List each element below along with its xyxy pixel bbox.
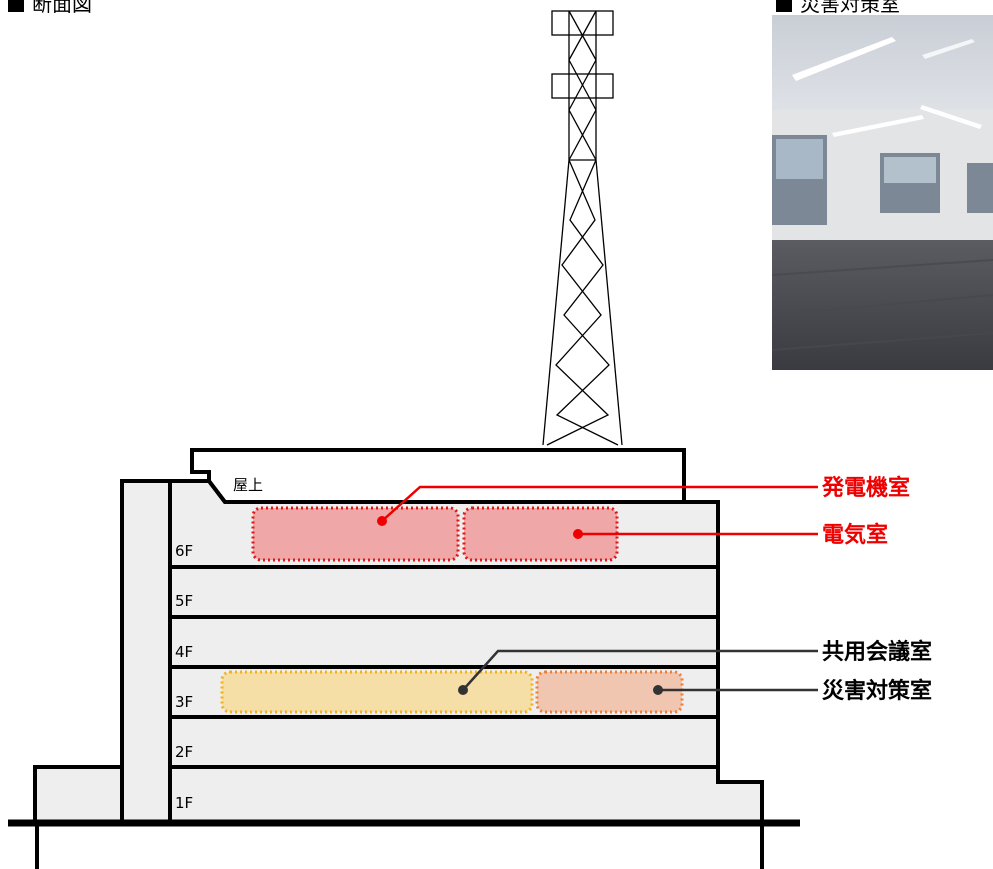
antenna-tower-icon <box>542 10 623 446</box>
ground-line <box>8 819 800 869</box>
callout-shared-meeting-room: 共用会議室 <box>822 639 932 665</box>
generator-room-area <box>251 506 460 562</box>
callout-electrical-room: 電気室 <box>822 522 888 548</box>
floor-lines <box>170 565 718 769</box>
shared-meeting-room-area <box>220 670 534 714</box>
floor-label-5f: 5F <box>175 592 193 610</box>
leader-electrical-room <box>573 529 818 539</box>
callout-generator-room: 発電機室 <box>821 475 910 501</box>
disaster-room-photo <box>772 15 993 370</box>
floor-label-3f: 3F <box>175 693 193 711</box>
leader-disaster-room <box>653 685 818 695</box>
floor-label-6f: 6F <box>175 542 193 560</box>
room-photo-illustration <box>772 15 993 370</box>
leader-shared-meeting-room <box>458 649 818 695</box>
leader-generator-room <box>377 485 818 526</box>
callout-disaster-room: 災害対策室 <box>822 678 932 704</box>
floor-label-roof: 屋上 <box>233 476 263 494</box>
electrical-room-area <box>462 506 619 562</box>
photo-title: 災害対策室 <box>800 0 900 16</box>
photo-heading: 災害対策室 <box>776 0 900 17</box>
floor-label-4f: 4F <box>175 643 193 661</box>
section-diagram-heading: 断面図 <box>8 0 92 17</box>
section-diagram-title: 断面図 <box>32 0 92 16</box>
floor-label-1f: 1F <box>175 794 193 812</box>
square-bullet-icon <box>8 0 24 12</box>
disaster-room-area <box>535 670 684 714</box>
floor-label-2f: 2F <box>175 743 193 761</box>
square-bullet-icon <box>776 0 792 12</box>
